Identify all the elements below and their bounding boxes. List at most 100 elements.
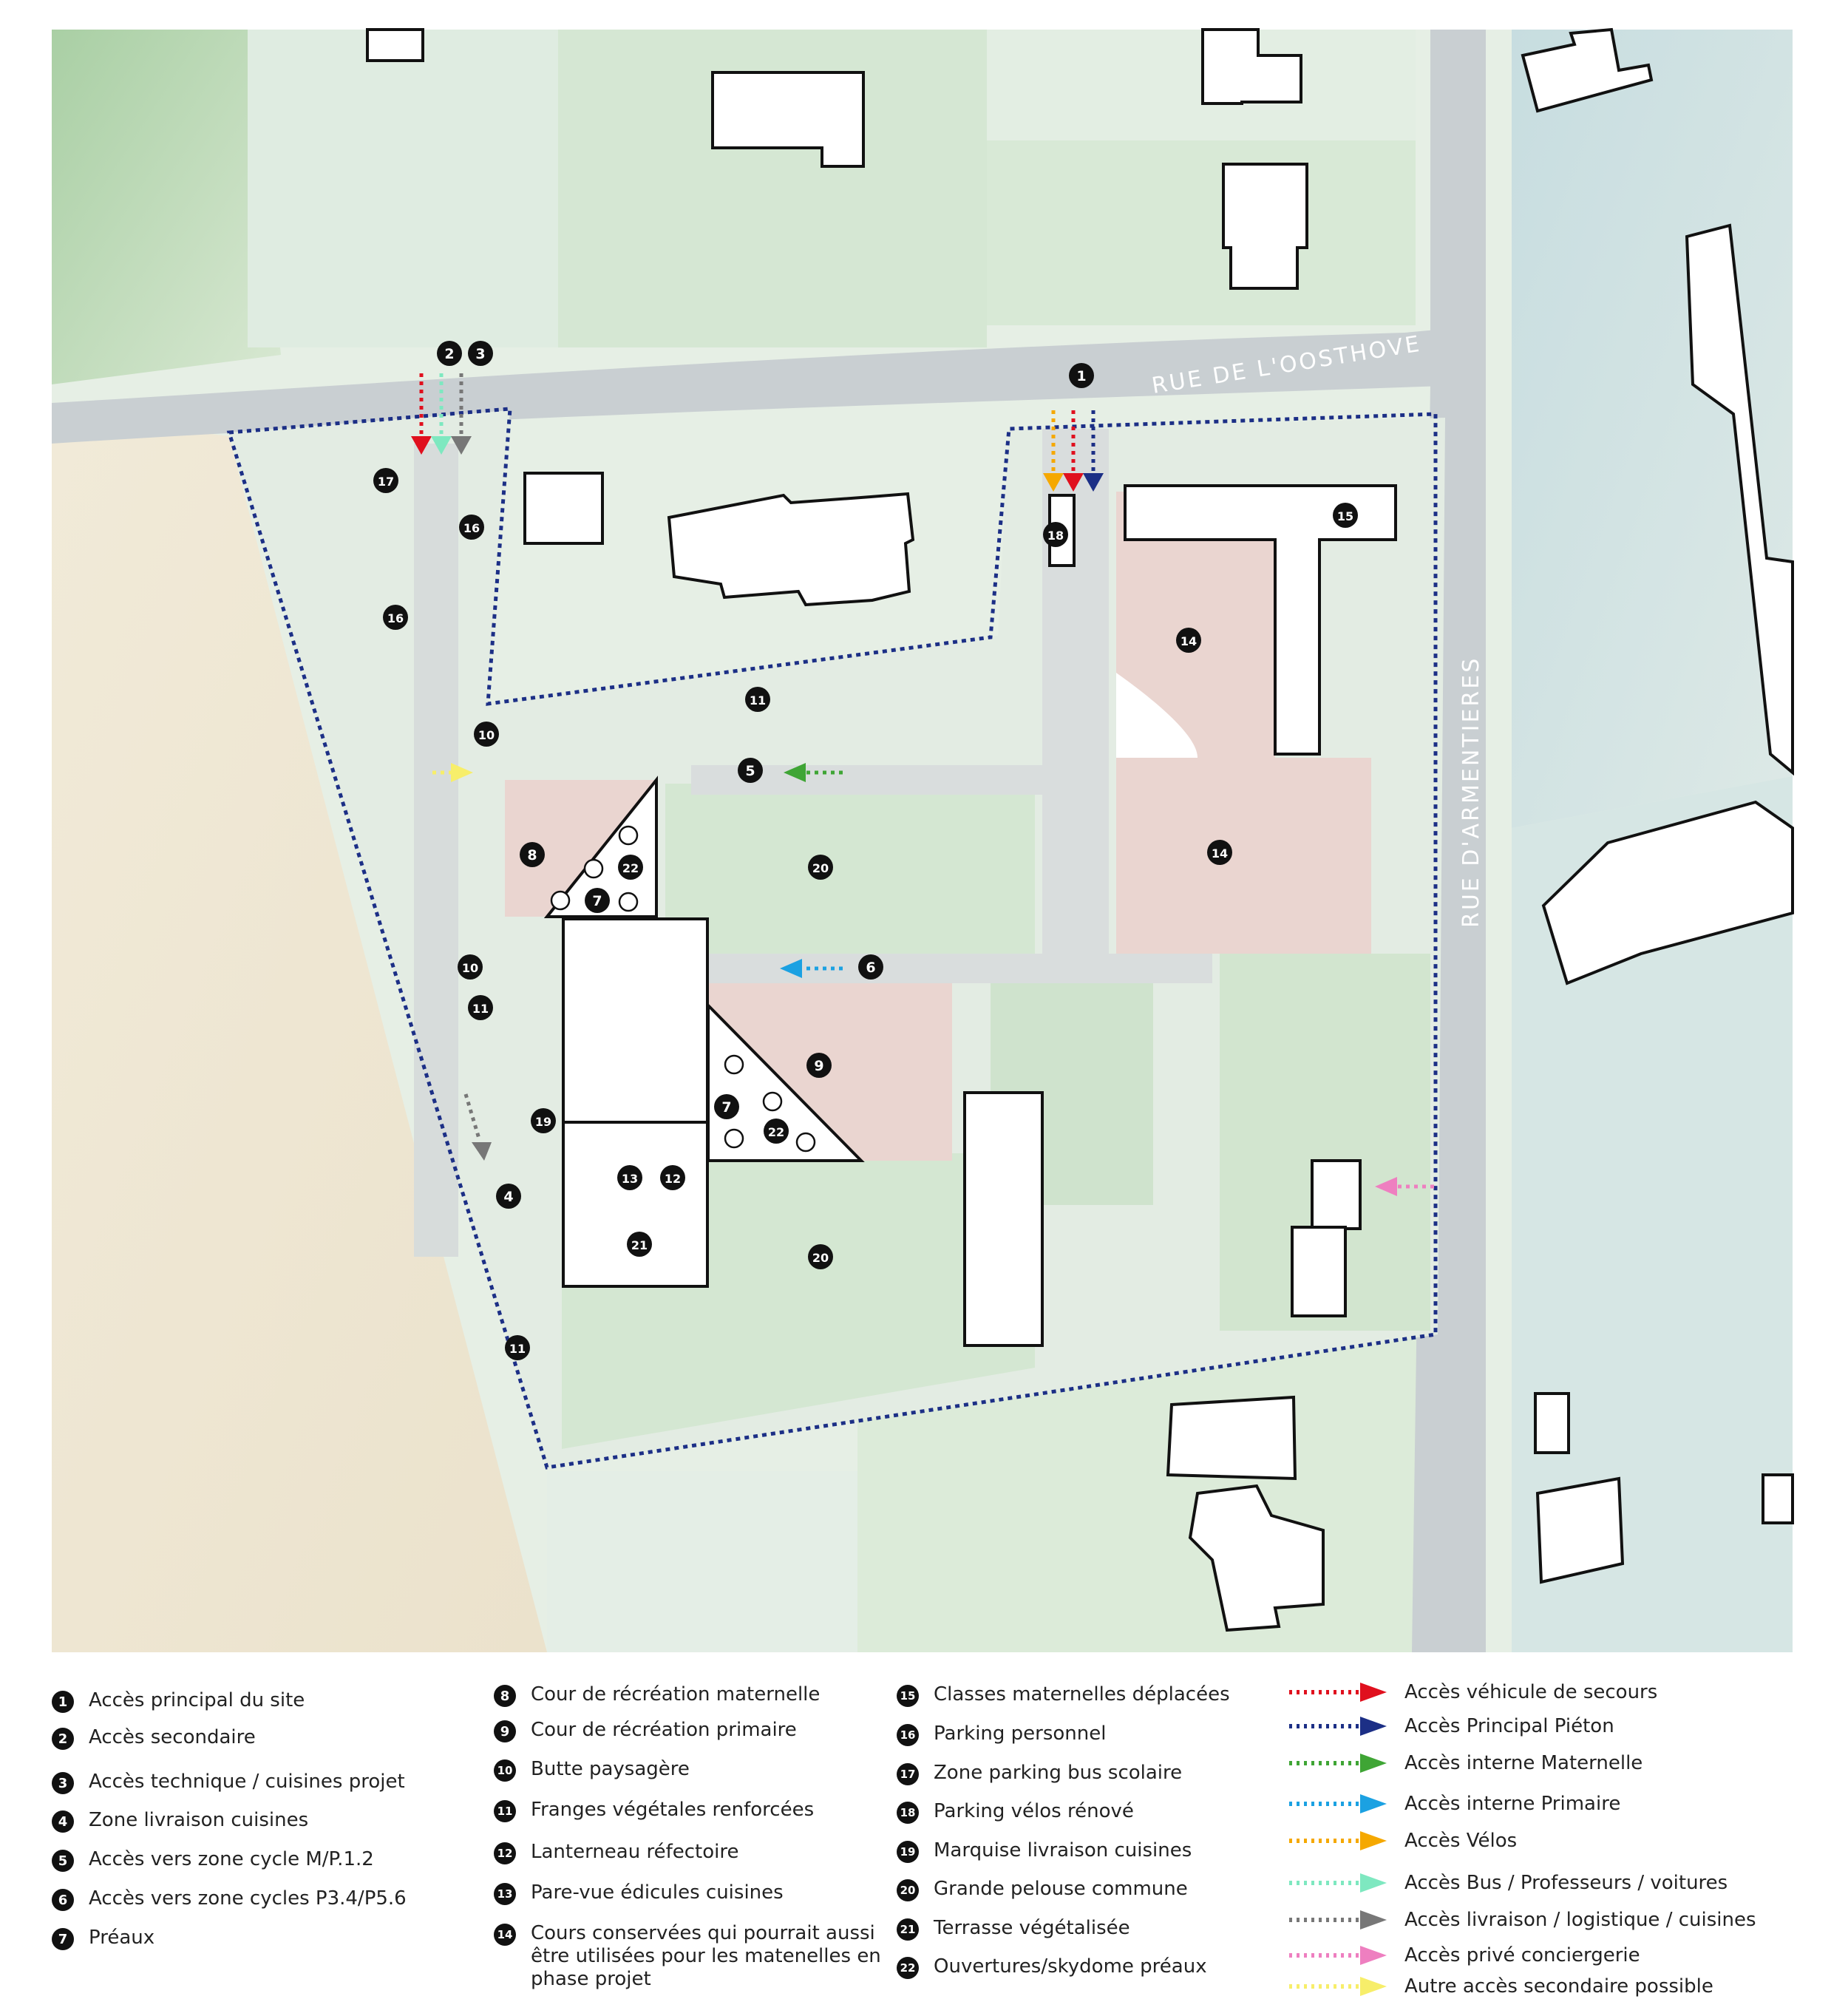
legend-number-badge: 13 [494,1883,516,1905]
marker-number: 11 [750,693,766,707]
legend-number-badge: 2 [52,1728,74,1750]
legend-label: Lanterneau réfectoire [531,1841,739,1863]
legend-arrow-item: Accès interne Maternelle [1286,1751,1643,1776]
legend-label: Accès principal du site [89,1689,305,1711]
legend-arrow-label: Accès livraison / logistique / cuisines [1404,1908,1756,1931]
dotted-arrow-icon [1289,1683,1387,1702]
map-arrow-heads [411,436,1397,1196]
marker-8: 8 [520,842,545,867]
marker-16a: 16 [459,515,484,540]
legend-item-13: 13 Pare-vue édicules cuisines [494,1881,784,1905]
map-arrows [419,373,1434,1189]
legend-number-badge: 22 [897,1957,919,1979]
legend-label: Butte paysagère [531,1758,690,1780]
dotted-arrow-icon [1289,1754,1387,1773]
marker-number: 9 [814,1058,823,1074]
marker-21: 21 [627,1232,652,1257]
legend-arrow-label: Accès interne Maternelle [1404,1751,1643,1774]
legend-label: Cours conservées qui pourrait aussi être… [531,1922,881,1990]
marker-4: 4 [496,1184,521,1209]
dotted-arrow-icon [1289,1910,1387,1930]
marker-2: 2 [437,341,462,366]
marker-number: 18 [1047,529,1064,543]
dotted-arrow-icon [1289,1873,1387,1893]
legend-label: Classes maternelles déplacées [934,1683,1230,1706]
marker-number: 7 [592,893,602,909]
marker-20b: 20 [808,1244,833,1269]
marker-number: 21 [631,1238,648,1252]
legend-label: Parking vélos rénové [934,1800,1134,1822]
marker-6: 6 [858,954,883,980]
legend-label: Parking personnel [934,1723,1107,1745]
marker-number: 11 [509,1342,526,1356]
legend-arrow-item: Accès véhicule de secours [1286,1680,1657,1705]
marker-number: 7 [721,1099,731,1116]
marker-number: 19 [535,1115,551,1129]
marker-number: 11 [472,1002,489,1016]
marker-number: 6 [866,960,875,976]
marker-number: 15 [1337,509,1353,523]
legend-number-badge: 17 [897,1763,919,1785]
skydome-circles [550,825,816,1153]
site-boundary [226,407,1438,1470]
marker-number: 10 [462,961,478,975]
marker-number: 20 [812,1251,829,1265]
marker-number: 12 [665,1172,681,1186]
dotted-arrow-icon [1289,1831,1387,1850]
dotted-arrow-icon [1289,1717,1387,1736]
legend-label: Zone livraison cuisines [89,1809,309,1831]
legend-number-badge: 1 [52,1691,74,1713]
legend-label: Franges végétales renforcées [531,1799,815,1821]
legend-label: Terrasse végétalisée [934,1917,1130,1939]
legend-number-badge: 21 [897,1918,919,1941]
legend-arrow-label: Accès véhicule de secours [1404,1680,1658,1703]
marker-number: 5 [745,763,755,779]
legend-item-21: 21 Terrasse végétalisée [897,1917,1130,1941]
marker-15: 15 [1333,503,1358,528]
marker-number: 22 [622,861,639,875]
legend-number-badge: 19 [897,1841,919,1863]
dotted-arrow-icon [1289,1794,1387,1813]
marker-number: 14 [1181,634,1197,648]
marker-17: 17 [373,468,398,493]
marker-11b: 11 [468,995,493,1020]
legend-number-badge: 7 [52,1928,74,1950]
preau-north [543,775,658,918]
marker-7b: 7 [714,1094,739,1119]
legend-arrow-item: Autre accès secondaire possible [1286,1974,1713,1999]
legend-item-2: 2 Accès secondaire [52,1726,256,1750]
marker-10b: 10 [458,954,483,980]
marker-22b: 22 [764,1119,789,1144]
marker-number: 2 [444,346,454,362]
marker-16b: 16 [383,605,408,630]
legend-arrow-label: Accès Bus / Professeurs / voitures [1404,1871,1728,1894]
legend-label: Cour de récréation primaire [531,1719,797,1741]
lawn-north [665,784,1035,954]
legend-arrow-label: Accès Vélos [1404,1829,1518,1852]
legend-number-badge: 3 [52,1772,74,1794]
marker-19: 19 [531,1108,556,1133]
marker-number: 16 [387,611,404,625]
marker-number: 10 [478,728,495,742]
legend-label: Pare-vue édicules cuisines [531,1881,784,1904]
buildings [366,27,1794,1632]
legend-number-badge: 5 [52,1850,74,1872]
legend-label: Grande pelouse commune [934,1878,1188,1900]
legend-number-badge: 8 [494,1685,516,1707]
legend-label: Accès secondaire [89,1726,256,1748]
marker-9: 9 [806,1053,832,1078]
